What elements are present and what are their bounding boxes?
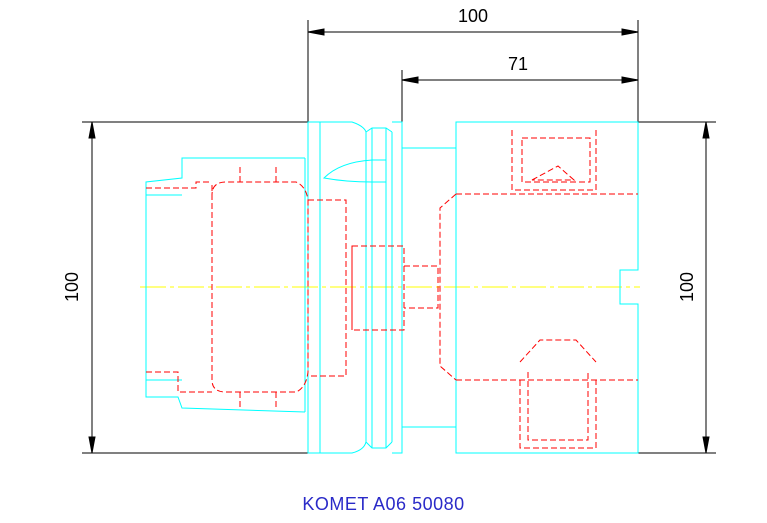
hidden-lines: [146, 130, 638, 449]
part-outline: [145, 121, 639, 454]
dimension-lines: [82, 20, 716, 454]
dim-label-right-length: 71: [508, 54, 528, 74]
caption: KOMET A06 50080: [302, 494, 465, 514]
dim-label-right-height: 100: [677, 272, 697, 302]
dim-label-left-height: 100: [62, 272, 82, 302]
dim-label-overall-length: 100: [458, 6, 488, 26]
